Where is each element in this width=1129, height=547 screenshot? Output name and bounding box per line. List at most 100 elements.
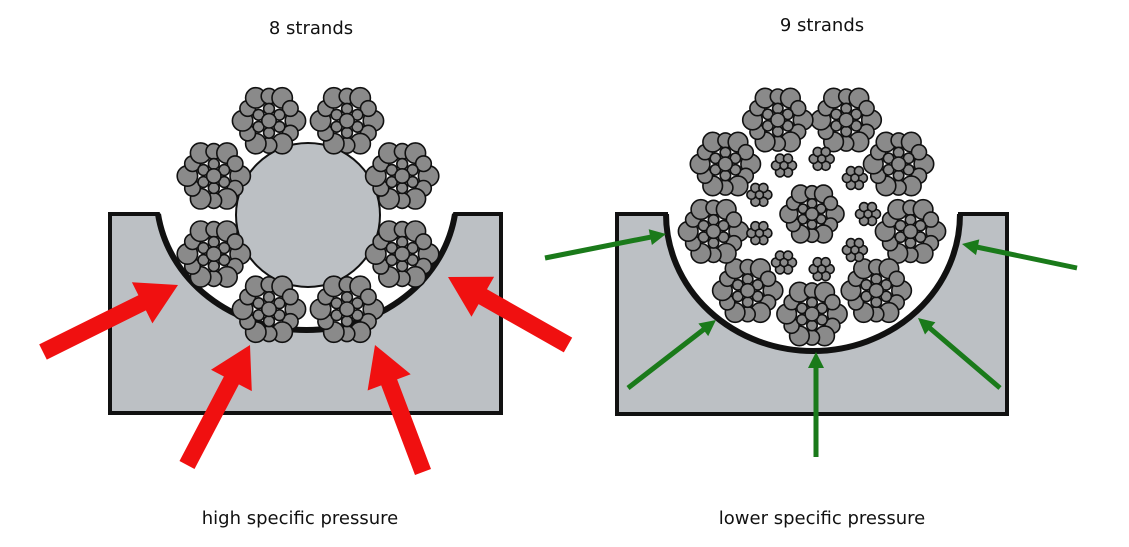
center-wire	[394, 246, 411, 263]
inner-wire	[262, 126, 276, 140]
right-sheave	[615, 212, 1009, 416]
core-center-wire	[779, 257, 789, 268]
inner-wire	[840, 102, 853, 115]
outer-wire	[789, 99, 807, 117]
pressure-arrow	[448, 276, 573, 353]
center-wire	[902, 223, 919, 240]
pressure-arrow	[39, 282, 179, 360]
inner-wire	[892, 146, 905, 159]
core-strand	[770, 153, 798, 178]
center-wire	[338, 112, 355, 129]
inner-wire	[741, 273, 754, 286]
strand	[741, 87, 814, 153]
core-center-wire	[850, 245, 860, 255]
core-center-wire	[816, 264, 827, 274]
core-center-wire	[816, 154, 827, 164]
center-wire	[394, 168, 411, 185]
inner-wire	[340, 315, 354, 328]
outer-wire	[737, 143, 755, 161]
outer-wire	[824, 293, 841, 311]
core-center-wire	[850, 173, 860, 183]
core-strand	[808, 146, 836, 172]
inner-wire	[805, 296, 818, 309]
inner-wire	[771, 102, 784, 115]
pressure-arrow	[544, 229, 666, 261]
center-wire	[890, 156, 907, 172]
inner-wire	[870, 273, 883, 286]
core-center-wire	[754, 190, 765, 200]
inner-wire	[806, 198, 818, 210]
right-title: 9 strands	[779, 15, 865, 36]
outer-wire	[359, 99, 377, 118]
core-strand	[746, 220, 773, 246]
inner-wire	[340, 102, 354, 116]
center-wire	[205, 246, 222, 263]
right-pressure-arrows	[544, 229, 1078, 457]
strand	[840, 258, 913, 324]
center-wire	[868, 282, 884, 299]
center-wire	[804, 306, 820, 322]
inner-wire	[340, 291, 354, 304]
core-strand	[770, 250, 798, 275]
core-strand	[808, 256, 836, 282]
pressure-arrow	[367, 345, 431, 475]
inner-wire	[207, 181, 221, 195]
inner-wire	[805, 319, 818, 332]
strand	[677, 198, 750, 264]
inner-wire	[806, 219, 818, 231]
inner-wire	[262, 102, 276, 116]
strand	[810, 87, 883, 153]
left-pressure-arrows	[39, 276, 573, 475]
center-wire	[205, 168, 222, 185]
outer-wire	[858, 99, 875, 117]
right-rope-cross-section	[677, 87, 947, 347]
inner-wire	[840, 125, 853, 138]
strand	[309, 275, 385, 344]
core-center-wire	[754, 228, 765, 238]
center-wire	[739, 282, 756, 299]
strand	[309, 86, 385, 155]
inner-wire	[771, 125, 784, 138]
inner-wire	[904, 213, 917, 226]
outer-wire	[822, 195, 839, 211]
outer-wire	[414, 233, 433, 251]
center-wire	[717, 156, 734, 172]
center-wire	[770, 112, 786, 128]
core-strand	[854, 201, 882, 227]
pressure-arrow	[918, 318, 1002, 390]
right-caption: lower specific pressure	[718, 508, 926, 529]
outer-wire	[725, 211, 743, 228]
pressure-arrow	[808, 352, 824, 457]
strand	[862, 131, 935, 197]
inner-wire	[396, 157, 409, 171]
outer-wire	[910, 143, 928, 161]
strand	[176, 220, 252, 288]
strand	[364, 142, 440, 210]
inner-wire	[870, 296, 883, 309]
inner-wire	[707, 236, 720, 249]
outer-wire	[281, 99, 299, 118]
outer-wire	[359, 288, 377, 306]
inner-wire	[719, 146, 732, 159]
pressure-arrow	[626, 320, 716, 390]
left-sheave	[108, 212, 503, 415]
inner-wire	[207, 235, 221, 249]
inner-wire	[396, 181, 409, 195]
strand	[176, 142, 252, 210]
center-wire	[838, 112, 854, 128]
inner-wire	[741, 296, 754, 309]
left-caption: high specific pressure	[201, 508, 399, 529]
strand	[231, 86, 307, 155]
pressure-arrow	[179, 345, 252, 469]
core-center-wire	[779, 160, 789, 171]
core-strand	[841, 237, 869, 263]
inner-wire	[707, 213, 720, 226]
strand	[689, 131, 762, 197]
outer-wire	[922, 211, 940, 228]
core-strand	[746, 182, 773, 208]
center-wire	[338, 301, 355, 318]
outer-wire	[226, 233, 244, 251]
left-groove-liner	[155, 213, 458, 333]
core-strand	[841, 165, 869, 191]
